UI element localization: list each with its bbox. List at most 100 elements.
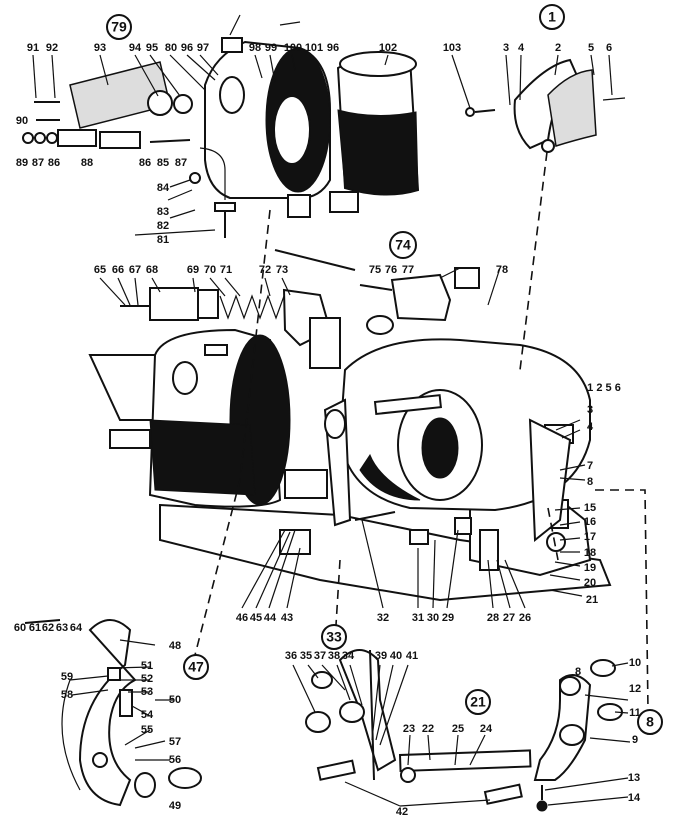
part-label: 11 bbox=[629, 707, 641, 719]
part-label: 99 bbox=[265, 42, 277, 54]
part-labels: 91 92 93 94 95 80 96 97 98 99 100 101 96… bbox=[14, 42, 641, 818]
part-label: 8 bbox=[587, 476, 593, 488]
part-label: 46 bbox=[236, 612, 248, 624]
part-label: 58 bbox=[61, 689, 73, 701]
part-label: 66 bbox=[112, 264, 124, 276]
svg-text:8: 8 bbox=[646, 714, 654, 730]
part-label: 45 bbox=[250, 612, 262, 624]
part-label: 71 bbox=[220, 264, 232, 276]
part-label: 9 bbox=[632, 734, 638, 746]
part-label: 10 bbox=[629, 657, 641, 669]
part-label: 22 bbox=[422, 723, 434, 735]
part-label: 60 bbox=[14, 622, 26, 634]
part-label: 27 bbox=[503, 612, 515, 624]
part-label: 61 bbox=[29, 622, 41, 634]
linkage-block-74 bbox=[359, 267, 480, 335]
part-label: 84 bbox=[157, 182, 170, 194]
part-label: 18 bbox=[584, 547, 596, 559]
spring-assembly bbox=[120, 249, 356, 369]
part-label: 87 bbox=[175, 157, 187, 169]
part-label: 96 bbox=[181, 42, 193, 54]
callout-circle-47: 47 bbox=[183, 654, 209, 680]
switch-box-assembly bbox=[22, 61, 236, 238]
callout-circle-79: 79 bbox=[106, 14, 132, 40]
part-label: 36 bbox=[285, 650, 297, 662]
part-label: 67 bbox=[129, 264, 141, 276]
part-label: 85 bbox=[157, 157, 169, 169]
part-label: 12 bbox=[629, 683, 641, 695]
part-label: 6 bbox=[606, 42, 612, 54]
part-label: 77 bbox=[402, 264, 414, 276]
svg-text:21: 21 bbox=[470, 694, 486, 710]
part-label: 1 2 5 6 bbox=[587, 382, 621, 394]
part-label: 40 bbox=[390, 650, 402, 662]
motor-housing-assembly bbox=[204, 14, 359, 218]
part-label: 64 bbox=[70, 622, 83, 634]
part-label: 55 bbox=[141, 724, 153, 736]
part-label: 57 bbox=[169, 736, 181, 748]
brake-drum bbox=[338, 338, 591, 552]
part-label: 43 bbox=[281, 612, 293, 624]
dashed-leaders bbox=[194, 151, 649, 711]
svg-text:79: 79 bbox=[111, 19, 127, 35]
part-label: 31 bbox=[412, 612, 424, 624]
part-label: 26 bbox=[519, 612, 531, 624]
part-label: 29 bbox=[442, 612, 454, 624]
part-label: 13 bbox=[628, 772, 640, 784]
part-label: 53 bbox=[141, 686, 153, 698]
part-label: 92 bbox=[46, 42, 58, 54]
svg-text:74: 74 bbox=[395, 237, 411, 253]
part-label: 90 bbox=[16, 115, 28, 127]
brake-shoe-assembly bbox=[465, 58, 626, 153]
part-label: 7 bbox=[587, 460, 593, 472]
part-label: 97 bbox=[197, 42, 209, 54]
part-label: 37 bbox=[314, 650, 326, 662]
part-label: 28 bbox=[487, 612, 499, 624]
part-label: 38 bbox=[328, 650, 340, 662]
part-label: 95 bbox=[146, 42, 158, 54]
part-label: 62 bbox=[42, 622, 54, 634]
part-label: 54 bbox=[141, 709, 154, 721]
part-label: 25 bbox=[452, 723, 464, 735]
part-label: 89 bbox=[16, 157, 28, 169]
shoe-arm-assembly-47 bbox=[24, 619, 202, 807]
part-label: 42 bbox=[396, 806, 408, 818]
part-label: 78 bbox=[496, 264, 508, 276]
svg-text:1: 1 bbox=[548, 9, 556, 25]
part-label: 39 bbox=[375, 650, 387, 662]
callout-circle-33: 33 bbox=[321, 624, 347, 650]
part-label: 30 bbox=[427, 612, 439, 624]
part-label: 4 bbox=[587, 421, 594, 433]
part-label: 80 bbox=[165, 42, 177, 54]
part-label: 65 bbox=[94, 264, 106, 276]
part-label: 17 bbox=[584, 531, 596, 543]
svg-text:33: 33 bbox=[326, 629, 342, 645]
drum-cover bbox=[336, 51, 420, 196]
part-label: 82 bbox=[157, 220, 169, 232]
part-label: 3 bbox=[503, 42, 509, 54]
part-label: 87 bbox=[32, 157, 44, 169]
part-label: 68 bbox=[146, 264, 158, 276]
callout-circle-8: 8 bbox=[637, 709, 663, 735]
part-label: 100 bbox=[284, 42, 302, 54]
part-label: 70 bbox=[204, 264, 216, 276]
part-label: 20 bbox=[584, 577, 596, 589]
part-label: 41 bbox=[406, 650, 418, 662]
part-label: 44 bbox=[264, 612, 277, 624]
part-label: 73 bbox=[276, 264, 288, 276]
part-label: 102 bbox=[379, 42, 397, 54]
part-label: 8 bbox=[575, 666, 581, 678]
part-label: 3 bbox=[587, 404, 593, 416]
part-label: 48 bbox=[169, 640, 181, 652]
part-label: 19 bbox=[584, 562, 596, 574]
part-label: 81 bbox=[157, 234, 169, 246]
part-label: 32 bbox=[377, 612, 389, 624]
part-label: 16 bbox=[584, 516, 596, 528]
leader-lines bbox=[32, 54, 631, 807]
callout-circle-74: 74 bbox=[389, 231, 417, 259]
part-label: 51 bbox=[141, 660, 153, 672]
callout-circle-21: 21 bbox=[465, 689, 491, 715]
arm-assembly-21 bbox=[533, 659, 623, 812]
